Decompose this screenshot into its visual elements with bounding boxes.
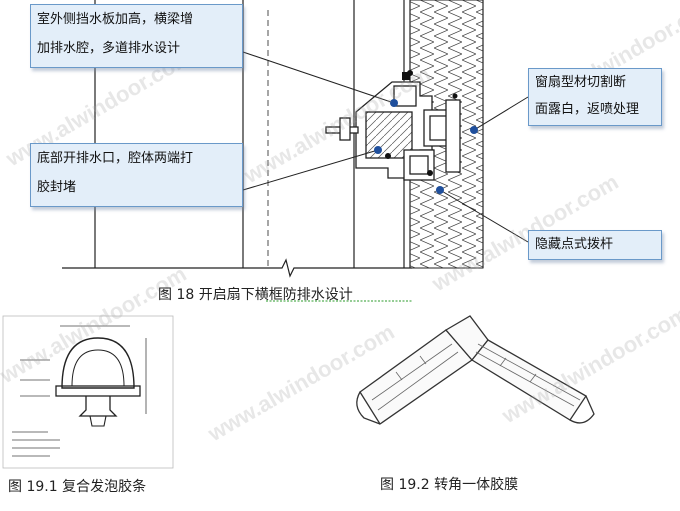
seal-strip-drawing bbox=[2, 315, 174, 469]
callout-line-1: 窗扇型材切割断 bbox=[535, 75, 627, 90]
caption-fig19-2: 图 19.2 转角一体胶膜 bbox=[380, 477, 519, 493]
leader-dots bbox=[374, 99, 478, 194]
leader-lines bbox=[242, 51, 529, 243]
callout-right-bottom: 隐藏点式拨杆 bbox=[528, 230, 662, 260]
corner-gasket-ribs bbox=[371, 343, 581, 411]
corner-gasket-drawing bbox=[356, 315, 595, 425]
caption-fig18: 图 18 开启扇下横框防排水设计 bbox=[158, 287, 353, 303]
callout-bottom-left: 底部开排水口，腔体两端打 胶封堵 bbox=[30, 143, 243, 207]
callout-top-left: 室外侧挡水板加高，横梁增 加排水腔，多道排水设计 bbox=[30, 4, 243, 68]
callout-right-top: 窗扇型材切割断 面露白，返喷处理 bbox=[528, 68, 662, 126]
callout-line-2: 面露白，返喷处理 bbox=[535, 102, 640, 117]
callout-line-2: 加排水腔，多道排水设计 bbox=[37, 41, 181, 56]
gaskets bbox=[385, 70, 458, 176]
callout-line-1: 底部开排水口，腔体两端打 bbox=[37, 151, 194, 166]
callout-line-1: 隐藏点式拨杆 bbox=[535, 237, 614, 252]
callout-line-1: 室外侧挡水板加高，横梁增 bbox=[37, 12, 194, 27]
frame-profile bbox=[325, 81, 461, 181]
caption-fig19-1: 图 19.1 复合发泡胶条 bbox=[8, 479, 147, 495]
callout-line-2: 胶封堵 bbox=[37, 180, 77, 195]
